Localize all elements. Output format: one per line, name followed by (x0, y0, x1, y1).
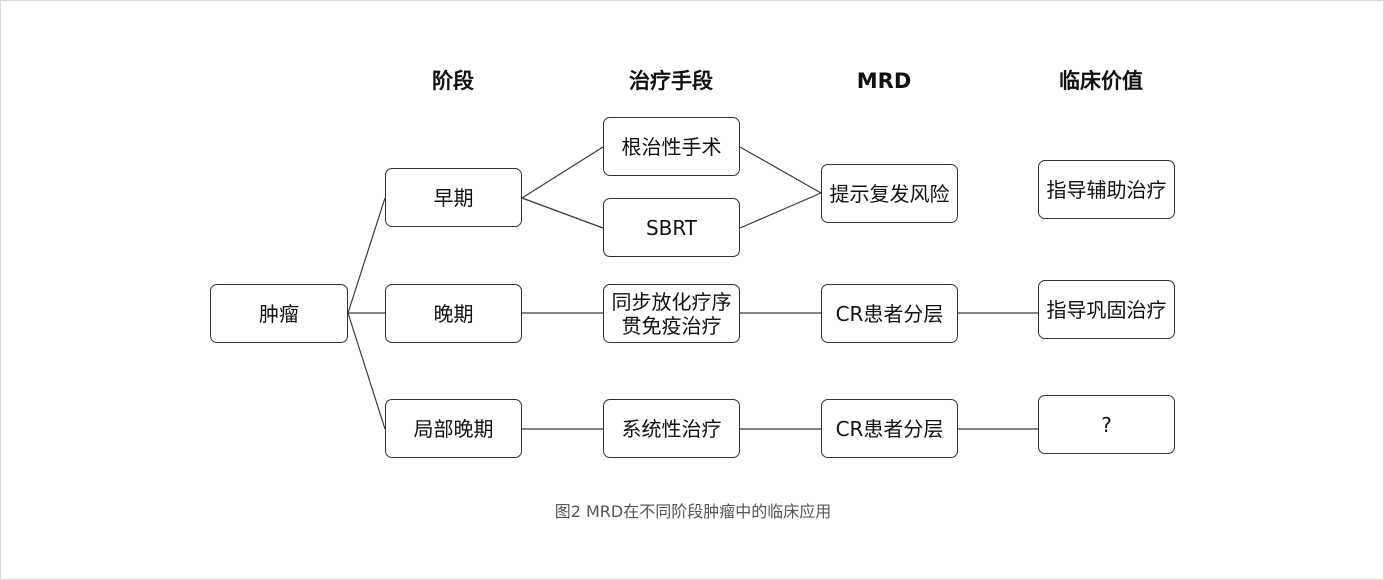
edge-early-surgery (521, 146, 604, 199)
node-value-adjuvant: 指导辅助治疗 (1038, 160, 1175, 219)
node-value-adjuvant-label: 指导辅助治疗 (1046, 177, 1167, 202)
node-tumor-label: 肿瘤 (259, 301, 299, 326)
node-treatment-systemic-label: 系统性治疗 (621, 416, 722, 441)
header-mrd: MRD (856, 69, 912, 93)
node-value-consolidation-label: 指导巩固治疗 (1046, 297, 1167, 322)
node-mrd-cr-2-label: CR患者分层 (835, 416, 944, 441)
edge-surgery-recurrence (739, 146, 822, 194)
edge-root-locally-advanced (347, 312, 386, 430)
node-treatment-surgery-label: 根治性手术 (621, 134, 722, 159)
header-treatment: 治疗手段 (629, 69, 713, 93)
node-treatment-systemic: 系统性治疗 (603, 399, 740, 458)
node-mrd-recurrence-label: 提示复发风险 (829, 181, 950, 206)
node-treatment-surgery: 根治性手术 (603, 117, 740, 176)
edge-root-early (347, 197, 386, 314)
figure-caption: 图2 MRD在不同阶段肿瘤中的临床应用 (554, 502, 832, 521)
node-mrd-cr-1-label: CR患者分层 (835, 301, 944, 326)
node-stage-early: 早期 (385, 168, 522, 227)
header-clinical-value: 临床价值 (1059, 69, 1143, 93)
node-stage-advanced: 晚期 (385, 284, 522, 343)
node-value-unknown: ? (1038, 395, 1175, 454)
node-stage-locally-advanced: 局部晚期 (385, 399, 522, 458)
edge-sbrt-recurrence (739, 192, 822, 229)
node-mrd-recurrence: 提示复发风险 (821, 164, 958, 223)
header-stage: 阶段 (432, 69, 474, 93)
node-treatment-sbrt-label: SBRT (645, 215, 698, 240)
edge-early-sbrt (521, 197, 604, 229)
node-value-consolidation: 指导巩固治疗 (1038, 280, 1175, 339)
node-value-unknown-label: ? (1101, 412, 1112, 437)
node-stage-early-label: 早期 (433, 185, 474, 210)
node-treatment-chemoradio: 同步放化疗序 贯免疫治疗 (603, 284, 740, 343)
node-treatment-sbrt: SBRT (603, 198, 740, 257)
node-treatment-chemoradio-label: 同步放化疗序 贯免疫治疗 (611, 289, 732, 338)
node-stage-advanced-label: 晚期 (433, 301, 474, 326)
node-mrd-cr-1: CR患者分层 (821, 284, 958, 343)
node-stage-locally-advanced-label: 局部晚期 (413, 416, 494, 441)
node-tumor: 肿瘤 (210, 284, 348, 343)
node-mrd-cr-2: CR患者分层 (821, 399, 958, 458)
